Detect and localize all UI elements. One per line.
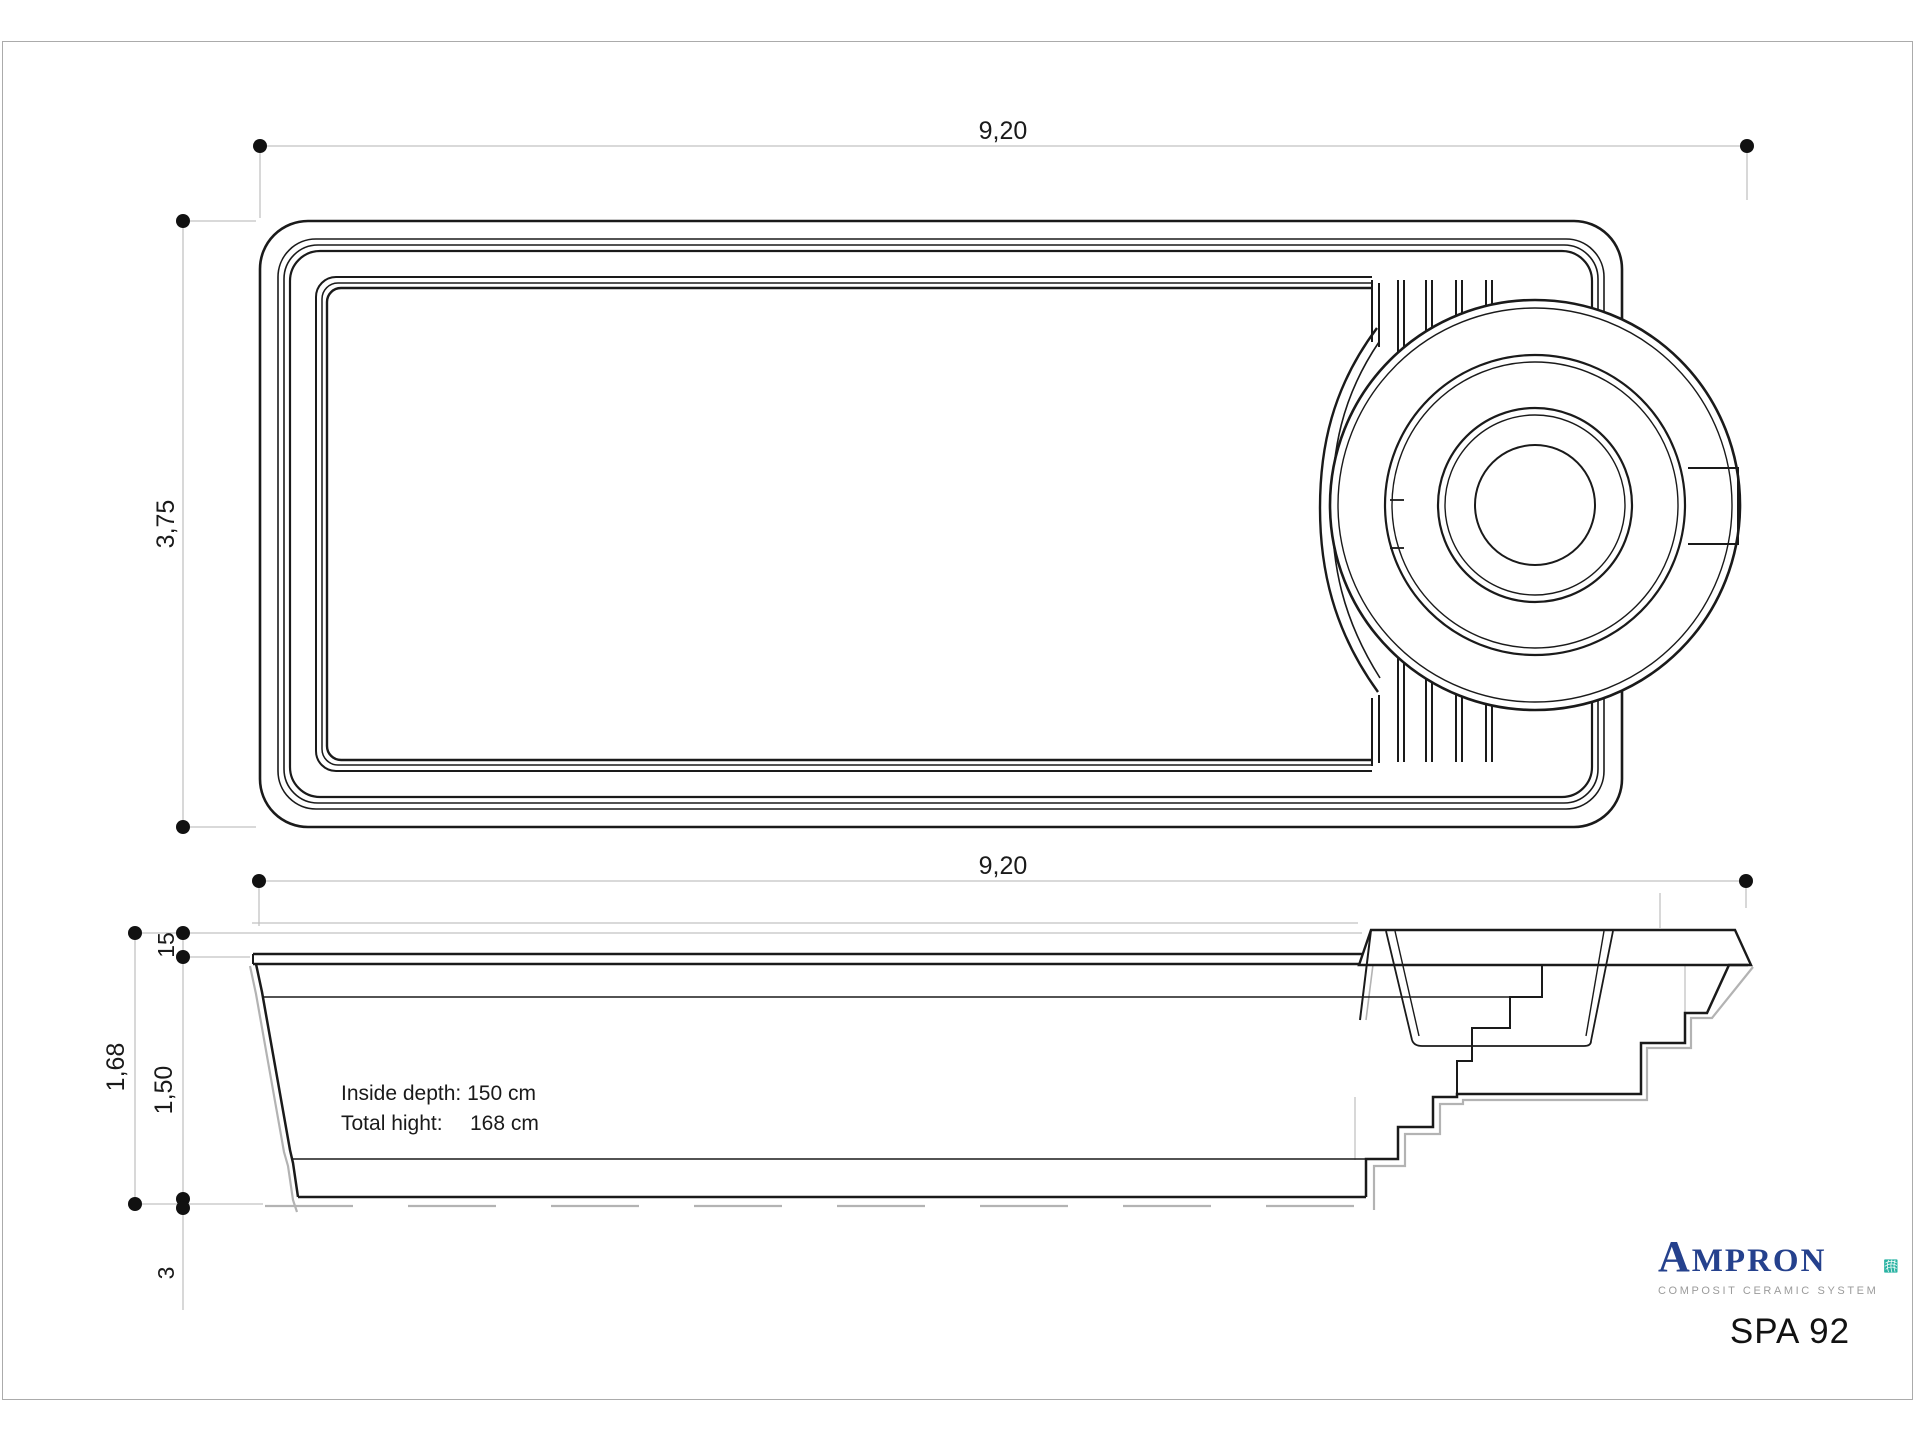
model-label: SPA 92 bbox=[1729, 1312, 1851, 1351]
logo-rest: MPRON bbox=[1691, 1243, 1827, 1279]
logo-wordmark: AMPRON bbox=[1658, 1235, 1878, 1282]
note-total-height-label: Total hight: bbox=[341, 1112, 443, 1135]
spa-inner-steps bbox=[1456, 964, 1543, 1094]
globe-logo-icon bbox=[1884, 1259, 1898, 1273]
note-total-height-value: 168 cm bbox=[470, 1112, 539, 1135]
spa-outer-steps bbox=[1364, 963, 1748, 1197]
spa-section bbox=[1357, 928, 1753, 1197]
depth-note: Inside depth: 150 cm Total hight: 168 cm bbox=[341, 1082, 539, 1135]
dim-rim-height: 15 bbox=[153, 932, 179, 958]
side-view: Inside depth: 150 cm Total hight: 168 cm bbox=[142, 893, 1754, 1213]
dim-length-top: 9,20 bbox=[979, 117, 1028, 145]
logo-tagline: COMPOSIT CERAMIC SYSTEM bbox=[1658, 1285, 1879, 1297]
brand-block: AMPRON COMPOSIT CERAMIC SYSTEM bbox=[1658, 1235, 1898, 1297]
spa-circle bbox=[1328, 298, 1742, 712]
spa-headrest-tab bbox=[1688, 467, 1739, 545]
dimensions: 9,20 9,20 3,75 1,68 1,50 15 3 bbox=[102, 117, 1754, 1310]
dimension-dots bbox=[128, 139, 1754, 1215]
page-border-frame bbox=[2, 41, 1913, 1400]
note-inside-depth: Inside depth: 150 cm bbox=[341, 1082, 536, 1105]
dim-total-height: 1,68 bbox=[102, 1043, 130, 1092]
pool-interior-edge bbox=[315, 276, 1372, 772]
spa-wall-edge bbox=[1371, 280, 1380, 766]
dim-width: 3,75 bbox=[152, 500, 180, 549]
dim-floor: 3 bbox=[153, 1267, 179, 1280]
shell-shadow bbox=[248, 932, 1754, 1213]
top-view bbox=[258, 219, 1742, 829]
extension-lines bbox=[142, 893, 1686, 1205]
logo-first-letter: A bbox=[1658, 1232, 1692, 1281]
pool-shell-section bbox=[254, 963, 1540, 1199]
dim-inside-depth: 1,50 bbox=[150, 1066, 178, 1115]
dim-length-side: 9,20 bbox=[979, 852, 1028, 880]
